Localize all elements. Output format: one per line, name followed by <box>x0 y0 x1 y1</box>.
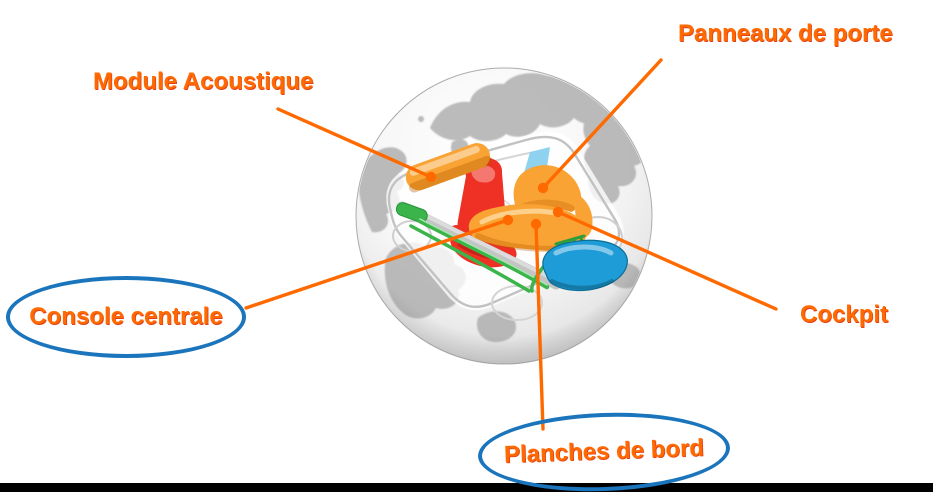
leader-line-panneaux-de-porte <box>541 58 663 190</box>
label-console-centrale: Console centrale <box>29 303 223 330</box>
label-cockpit: Cockpit <box>800 301 889 328</box>
anchor-dot-planches-de-bord <box>530 218 542 230</box>
leader-lines <box>244 58 778 431</box>
leader-line-console-centrale <box>244 218 510 310</box>
label-module-acoustique: Module Acoustique <box>93 68 314 95</box>
leader-line-planches-de-bord <box>534 222 545 431</box>
circled-label-console-centrale: Console centrale <box>6 276 246 358</box>
footer-black-bar <box>0 483 933 492</box>
leader-dots <box>425 171 564 230</box>
leader-line-cockpit <box>556 210 778 311</box>
anchor-dot-cockpit <box>552 206 564 218</box>
anchor-dot-console-centrale <box>502 214 514 226</box>
leader-line-module-acoustique <box>276 107 433 179</box>
label-panneaux-de-porte: Panneaux de porte <box>678 20 893 47</box>
anchor-dot-module-acoustique <box>425 171 437 183</box>
label-planches-de-bord: Planches de bord <box>503 434 705 469</box>
globe-rim-shading <box>356 68 652 364</box>
anchor-dot-panneaux-de-porte <box>537 182 549 194</box>
